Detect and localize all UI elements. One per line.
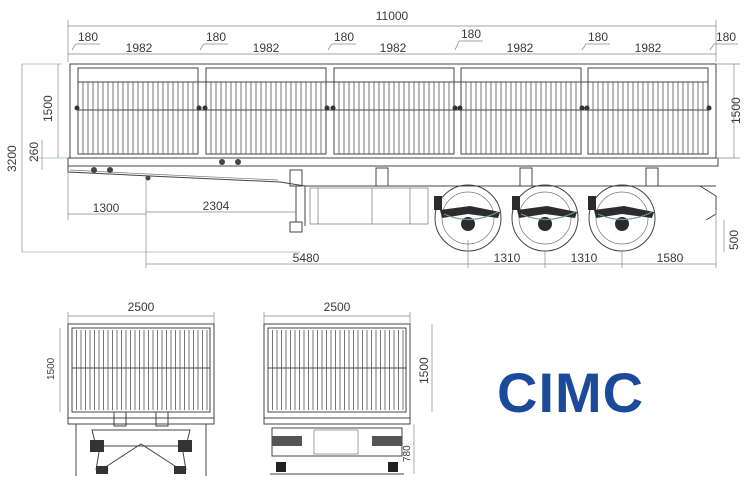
panel-height-right-label: 1500 [729, 97, 743, 124]
panel-length-label: 1982 [380, 41, 407, 55]
panel-length-label: 1982 [126, 41, 153, 55]
gap-label: 180 [588, 30, 608, 44]
rear-deck-height-label: 780 [402, 445, 413, 462]
kingpin-to-axle-label: 5480 [293, 251, 320, 265]
gap-label: 180 [461, 27, 481, 41]
side-panels [69, 63, 717, 159]
gap-label: 180 [206, 30, 226, 44]
axle-spacing-1-label: 1310 [494, 251, 521, 265]
rear-height-label: 500 [727, 230, 741, 250]
gap-label: 180 [78, 30, 98, 44]
overall-length-label: 11000 [376, 9, 409, 23]
rear-view: 2500 1500 780 [263, 300, 433, 475]
front-panel-height-label: 1500 [46, 357, 57, 380]
panel-length-label: 1982 [635, 41, 662, 55]
rear-overhang-label: 1580 [657, 251, 684, 265]
gap-label: 180 [716, 30, 736, 44]
panel-height-left-label: 1500 [41, 95, 55, 122]
axle-group [434, 184, 656, 252]
overall-height-label: 3200 [5, 145, 19, 172]
logo-text: CIMC [497, 361, 644, 424]
side-view: 11000 180 180 180 180 180 180 1982 1982 … [5, 9, 743, 268]
gap-labels: 180 180 180 180 180 180 [71, 27, 738, 51]
rear-panel-height-label: 1500 [417, 357, 431, 384]
axle-spacing-2-label: 1310 [571, 251, 598, 265]
height-dimensions: 3200 1500 260 1500 [5, 63, 743, 253]
front-view: 2500 1500 [46, 300, 215, 476]
chassis [67, 157, 719, 233]
landing-gear-distance-label: 2304 [203, 199, 230, 213]
length-dimensions: 1300 2304 5480 1310 1310 1580 500 [67, 172, 741, 268]
rear-width-label: 2500 [324, 300, 351, 314]
front-overhang-label: 1300 [93, 201, 120, 215]
panel-labels: 1982 1982 1982 1982 1982 [126, 41, 662, 55]
cimc-logo: CIMC [497, 361, 644, 424]
front-width-label: 2500 [128, 300, 155, 314]
panel-length-label: 1982 [253, 41, 280, 55]
gap-label: 180 [334, 30, 354, 44]
panel-length-label: 1982 [507, 41, 534, 55]
deck-offset-label: 260 [27, 142, 41, 162]
